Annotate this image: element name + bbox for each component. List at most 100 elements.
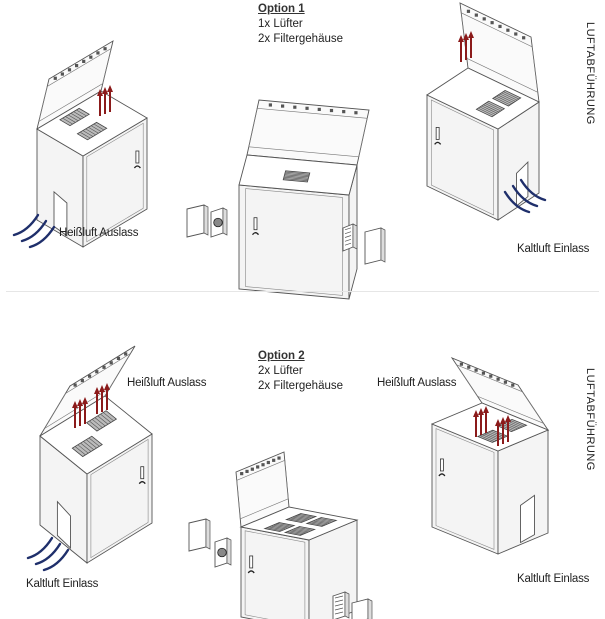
hot-arrows-1 xyxy=(97,85,113,116)
lid-bolt xyxy=(89,55,93,59)
top-vent-grille-slat xyxy=(266,527,282,531)
lid-bolt xyxy=(250,467,254,471)
cabinet-option2-exploded xyxy=(235,451,359,619)
door-lock-icon xyxy=(133,165,141,169)
cold-air-arrow xyxy=(34,542,62,566)
lid-bolt xyxy=(281,104,285,108)
top-vent-grille-slat xyxy=(289,530,305,534)
lid-bolt xyxy=(511,383,515,387)
hot-air-arrow-head xyxy=(77,399,83,406)
grille-slat xyxy=(334,595,344,599)
option-1-title: Option 1 xyxy=(258,3,305,15)
grille-module xyxy=(342,223,354,252)
cold-arrows-2 xyxy=(503,178,547,214)
hot-air-arrow-head xyxy=(104,383,110,390)
top-vent-grille-slat xyxy=(91,419,103,428)
cold-air-arrow xyxy=(503,190,531,214)
grille-module-edge xyxy=(344,591,350,619)
cabinet-option1-cold-inlet xyxy=(426,2,540,221)
lid-bolt xyxy=(272,458,276,462)
lid-inner-frame xyxy=(455,364,545,424)
hot-air-arrow-head xyxy=(463,33,469,40)
top-vent-grille-slat xyxy=(288,518,304,522)
cabinet-door xyxy=(90,438,149,559)
cabinet-option2-left xyxy=(39,345,153,564)
cold-air-arrow xyxy=(519,178,547,202)
filter-frame-edge xyxy=(203,204,209,236)
lid-bolt xyxy=(67,68,72,72)
top-vent-grille-slat xyxy=(312,520,329,525)
option-2-title: Option 2 xyxy=(258,350,305,362)
cabinet-top xyxy=(239,506,359,541)
lid-bolt xyxy=(268,103,272,107)
top-vent-grille xyxy=(85,410,118,432)
grille-slat xyxy=(344,231,352,234)
top-vent-grille-slat xyxy=(283,176,309,180)
top-vent-grille-slat xyxy=(308,522,324,526)
top-vent-grille-slat xyxy=(499,93,516,102)
lid-bolt xyxy=(102,365,106,369)
lid-bolt xyxy=(522,36,526,40)
hot-air-arrow-head xyxy=(478,408,484,415)
top-vent-grille-slat xyxy=(297,527,313,531)
door-lock-icon xyxy=(438,473,446,477)
top-vent-grille-slat xyxy=(483,104,500,113)
top-vent-grille-slat xyxy=(103,412,114,422)
lid-bolt xyxy=(474,13,478,17)
hot-air-arrow-head xyxy=(500,417,506,424)
top-vent-grille-slat xyxy=(479,435,495,442)
side-title-1: LUFTABFÜHRUNG xyxy=(584,22,596,125)
top-vent-grille xyxy=(285,513,318,523)
top-vent-grille-slat xyxy=(74,446,86,456)
hot-air-arrow-head xyxy=(102,87,108,94)
lid-inner-frame xyxy=(460,12,539,93)
fan-module-edge xyxy=(226,537,232,566)
filter-cover-edge xyxy=(380,227,386,263)
lid-bolt xyxy=(53,76,57,80)
top-vent-grille xyxy=(305,517,338,527)
top-vent-grille-slat xyxy=(292,516,308,521)
filter-frame-edge xyxy=(205,518,211,550)
top-vent-grille-slat xyxy=(291,529,307,534)
top-vent-grille-slat xyxy=(284,174,309,178)
lid-bolt xyxy=(496,377,500,381)
top-vent-grille-slat xyxy=(285,171,310,175)
grille-slat xyxy=(344,242,352,246)
lid-bolt xyxy=(60,72,64,76)
top-vent-grille-slat xyxy=(93,123,105,131)
label-cold-inlet-1: Kaltluft Einlass xyxy=(517,243,590,255)
top-vent-grille-slat xyxy=(89,420,100,430)
label-hot-outlet-2: Heißluft Auslass xyxy=(127,377,207,389)
hot-air-arrow-head xyxy=(72,401,78,408)
hot-arrows-4 xyxy=(94,383,110,414)
loose-filter-cover-2 xyxy=(351,598,373,619)
option-2-caption: Option 2 2x Lüfter 2x Filtergehäuse xyxy=(258,349,343,394)
top-vent-grille xyxy=(59,107,90,127)
top-vent-grille-slat xyxy=(80,442,92,452)
door-lock-icon xyxy=(434,141,442,145)
top-vent-grille-slat xyxy=(317,518,333,523)
door-lock-icon xyxy=(247,570,255,574)
hot-arrows-5 xyxy=(473,406,489,437)
loose-filter-frame-1 xyxy=(186,204,209,238)
top-vent-grille-slat xyxy=(82,130,94,137)
option-1-caption: Option 1 1x Lüfter 2x Filtergehäuse xyxy=(258,2,343,47)
fan-icon xyxy=(213,217,223,228)
lid-bolt xyxy=(489,374,493,378)
lid-bolt xyxy=(82,59,86,63)
top-vent-grille-slat xyxy=(284,173,310,176)
top-vent-grille xyxy=(76,121,108,141)
label-cold-inlet-2: Kaltluft Einlass xyxy=(26,578,99,590)
top-vent-grille-slat xyxy=(497,94,514,103)
grille-module-edge xyxy=(352,223,358,250)
top-vent-grille-slat xyxy=(494,97,511,106)
top-vent-grille-slat xyxy=(481,105,498,114)
cold-air-arrow xyxy=(42,548,70,572)
door-handle-icon xyxy=(253,217,258,231)
loose-filter-cover-1 xyxy=(364,227,386,265)
top-vent-grille-slat xyxy=(295,527,311,532)
lid-bolt xyxy=(240,472,244,476)
top-vent-grille-slat xyxy=(88,437,100,447)
top-vent-grille xyxy=(495,418,528,433)
lid-bolt xyxy=(96,51,100,55)
